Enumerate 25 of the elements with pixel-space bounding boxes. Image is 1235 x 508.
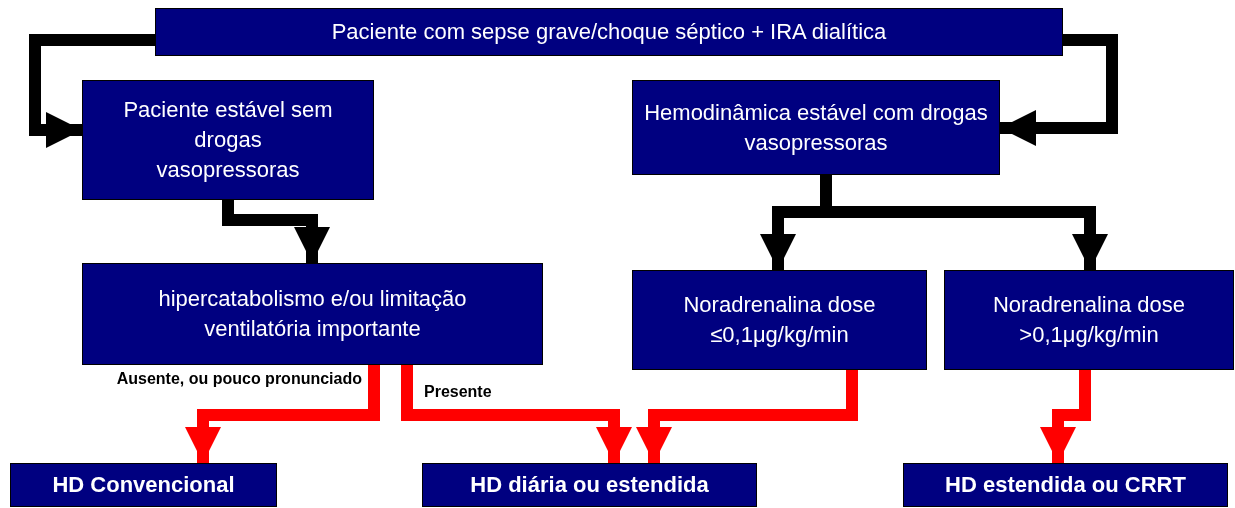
box-text: Hemodinâmica estável com drogas vasopressoras: [643, 98, 989, 157]
outcome-text: HD estendida ou CRRT: [945, 471, 1186, 499]
arrow: [29, 34, 155, 148]
box-text: Noradrenalina dose >0,1μg/kg/min: [992, 291, 1186, 349]
box-text: Paciente estável sem drogas vasopressoras: [123, 96, 333, 184]
outcome-text: HD diária ou estendida: [470, 471, 709, 499]
process-box: [82, 263, 543, 365]
outcome-text: HD Convencional: [52, 471, 235, 499]
arrow: [401, 365, 632, 463]
box-text: Noradrenalina dose ≤0,1μg/kg/min: [682, 291, 877, 349]
process-box: [632, 80, 1000, 175]
arrow: [222, 200, 330, 263]
box-text: hipercatabolismo e/ou limitação ventilatória importante: [157, 285, 468, 343]
process-box: [632, 270, 927, 370]
arrow: [185, 365, 380, 463]
box-text: Paciente com sepse grave/choque séptico + IRA dialítica: [331, 18, 887, 46]
edge-label: Ausente, ou pouco pronunciado: [116, 370, 362, 388]
arrow: [1000, 34, 1118, 146]
process-box: [155, 8, 1063, 56]
process-box: [82, 80, 374, 200]
outcome-box: [10, 463, 277, 507]
arrow: [1040, 370, 1091, 463]
outcome-box: [422, 463, 757, 507]
process-box: [944, 270, 1234, 370]
outcome-box: [903, 463, 1228, 507]
